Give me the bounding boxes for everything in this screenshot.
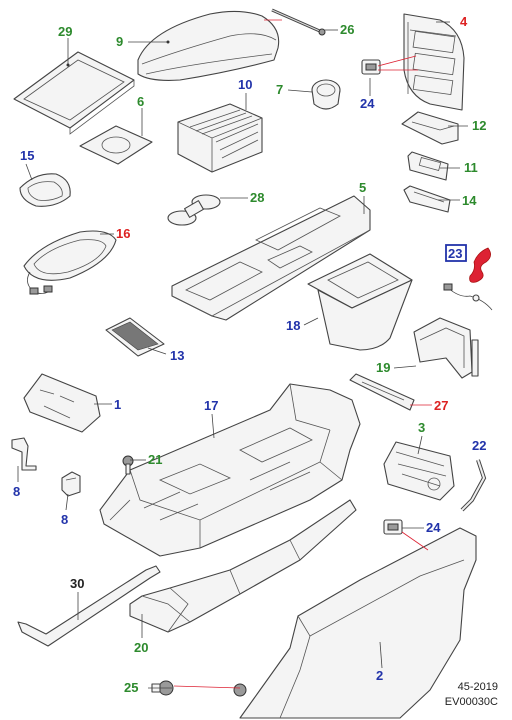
part-5-top-trim — [171, 195, 371, 321]
part-21-bolt — [122, 455, 134, 475]
callout-20: 20 — [134, 640, 148, 655]
callout-8-b: 8 — [61, 512, 68, 527]
callout-21: 21 — [148, 452, 162, 467]
part-4-trim-panel — [403, 13, 465, 111]
part-30-trim-strip — [17, 565, 161, 647]
part-8-bracket-b — [61, 471, 81, 497]
part-28-cup-mat — [167, 194, 221, 226]
part-23-connector — [443, 247, 493, 311]
part-8-bracket-a — [11, 437, 37, 471]
callout-30: 30 — [70, 576, 84, 591]
part-12-small-tray — [401, 111, 459, 145]
reference-year: 45-2019 — [457, 681, 498, 693]
callout-14: 14 — [462, 193, 477, 208]
part-2-side-panel — [239, 527, 477, 719]
callout-22: 22 — [472, 438, 486, 453]
callout-3: 3 — [418, 420, 425, 435]
part-1-side-panel — [23, 373, 101, 433]
part-24-clip-top — [361, 59, 381, 75]
part-6-mat — [79, 125, 153, 165]
part-19-bracket — [413, 317, 479, 379]
callout-labels: 29 9 26 4 7 10 24 6 12 15 11 28 14 5 16 … — [13, 14, 486, 695]
part-15-ring-bezel — [19, 173, 71, 207]
callout-7: 7 — [276, 82, 283, 97]
part-7-cup-insert — [311, 79, 341, 110]
part-18-bin — [307, 253, 413, 351]
part-26-rod — [271, 8, 326, 36]
callout-26: 26 — [340, 22, 354, 37]
callout-24-top: 24 — [360, 96, 375, 111]
callout-24-bottom: 24 — [426, 520, 441, 535]
highlight-box-23 — [445, 244, 467, 262]
callout-23: 23 — [448, 246, 462, 261]
part-14-bracket — [403, 185, 451, 213]
callout-16: 16 — [116, 226, 130, 241]
part-29-lid-liner — [13, 51, 135, 135]
callout-15: 15 — [20, 148, 34, 163]
callout-18: 18 — [286, 318, 300, 333]
callout-28: 28 — [250, 190, 264, 205]
part-3-gear-bracket — [383, 441, 455, 501]
callout-17: 17 — [204, 398, 218, 413]
leader-lines — [17, 19, 468, 689]
callout-9: 9 — [116, 34, 123, 49]
part-27-strip — [349, 373, 415, 411]
callout-11: 11 — [464, 160, 478, 175]
part-25-fastener — [151, 680, 247, 697]
part-10-storage-bin — [177, 103, 263, 173]
part-9-armrest-lid — [137, 10, 280, 81]
callout-2: 2 — [376, 668, 383, 683]
callout-5: 5 — [359, 180, 366, 195]
callout-4: 4 — [460, 14, 468, 29]
part-16-bezel-harness — [23, 230, 117, 295]
reference-code: EV00030C — [444, 696, 498, 708]
part-11-switch-panel — [407, 151, 449, 181]
callout-13: 13 — [170, 348, 184, 363]
part-24-clip-bottom — [383, 519, 403, 535]
part-20-lower-trim — [129, 499, 357, 633]
callout-8-a: 8 — [13, 484, 20, 499]
callout-29: 29 — [58, 24, 72, 39]
callout-25: 25 — [124, 680, 138, 695]
callout-6: 6 — [137, 94, 144, 109]
callout-12: 12 — [472, 118, 486, 133]
callout-10: 10 — [238, 77, 252, 92]
part-22-pipe — [460, 459, 487, 512]
part-13-filter-mat — [105, 317, 165, 357]
callout-1: 1 — [114, 397, 121, 412]
callout-27: 27 — [434, 398, 448, 413]
part-17-console-frame — [99, 383, 361, 557]
callout-19: 19 — [376, 360, 390, 375]
